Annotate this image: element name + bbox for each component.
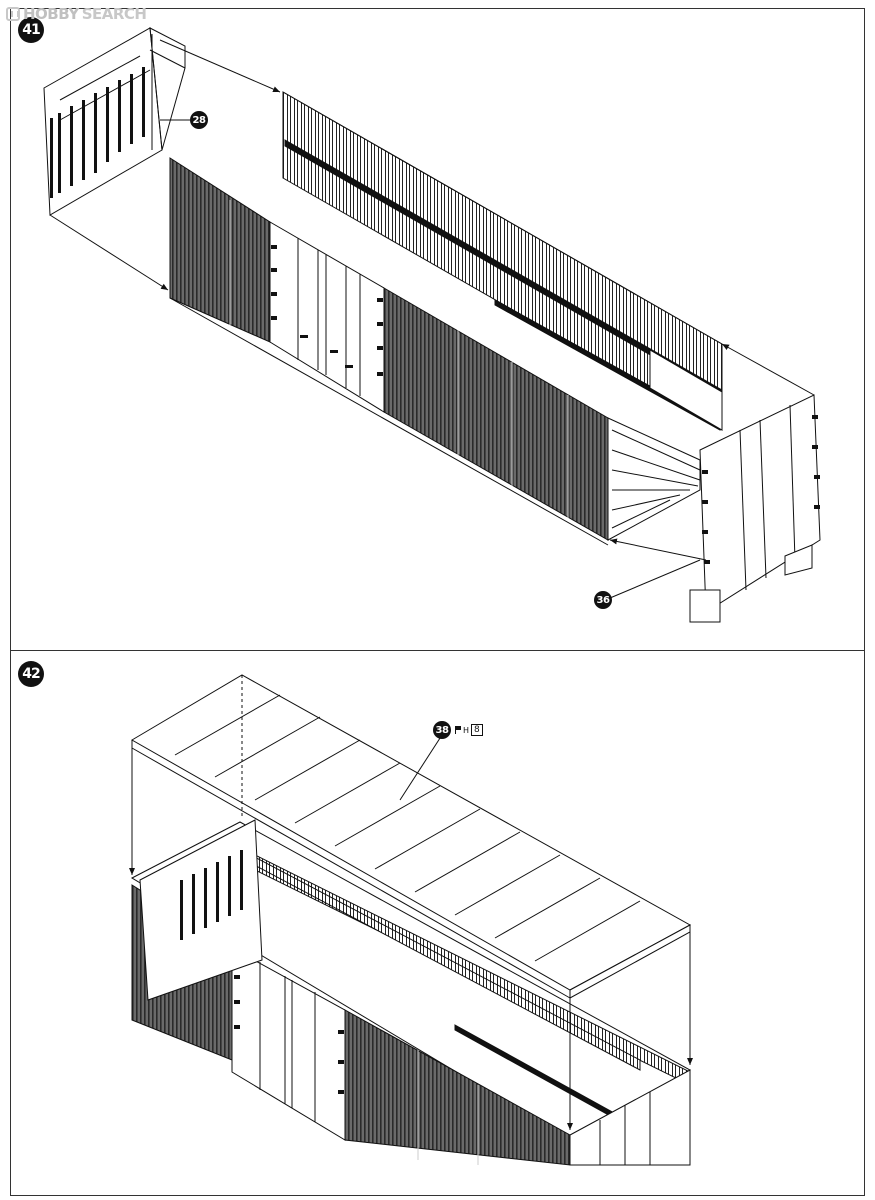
assembled-container — [130, 819, 692, 1166]
watermark-word: SEARCH — [81, 5, 147, 23]
step-41-panel — [10, 8, 865, 651]
side-doors — [269, 221, 385, 413]
roof-arrows — [129, 675, 693, 1130]
step-41-drawing — [43, 27, 821, 623]
watermark-brand: HOBBY — [23, 5, 79, 23]
step-42-panel — [10, 651, 865, 1196]
paint-code: H 8 — [455, 724, 483, 736]
step-number-badge: 42 — [18, 661, 44, 687]
part-callout-36: 36 — [594, 591, 612, 609]
step-number-badge: 41 — [18, 17, 44, 43]
step-42-drawing — [129, 674, 693, 1166]
rear-wall — [282, 91, 723, 431]
hobby-search-watermark: HOBBY SEARCH — [6, 4, 147, 24]
container-floor — [607, 417, 701, 541]
end-doors-part-36 — [689, 394, 821, 623]
paint-flag-icon — [455, 726, 461, 734]
watermark-logo-icon — [6, 7, 20, 21]
end-frame-part-28 — [43, 27, 186, 216]
side-wall-left — [169, 157, 271, 343]
paint-prefix: H — [463, 725, 470, 735]
assembly-arrows — [49, 39, 815, 561]
part-callout-38: 38 — [433, 721, 451, 739]
roof-panel-part-38 — [131, 674, 692, 999]
part-callout-28: 28 — [190, 111, 208, 129]
paint-code-number: 8 — [471, 724, 483, 736]
